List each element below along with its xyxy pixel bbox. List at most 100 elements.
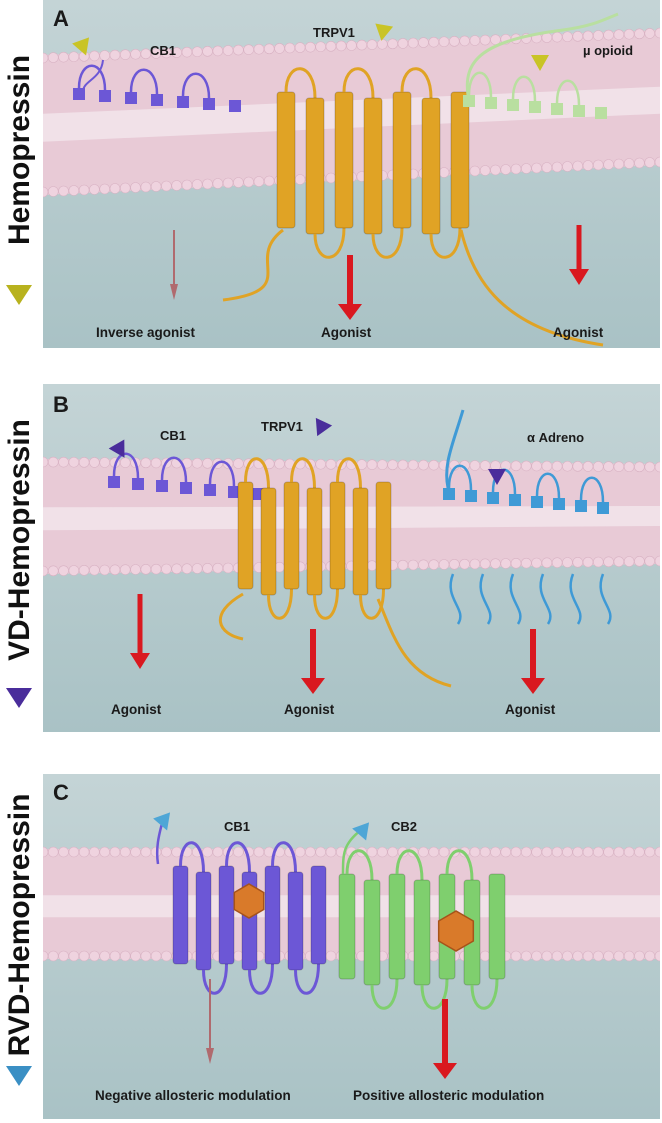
cb2-loop: [370, 978, 399, 1010]
lipid-head: [551, 460, 563, 472]
lipid-head: [562, 31, 573, 43]
lipid-head: [78, 565, 90, 576]
lipid-head: [191, 46, 203, 58]
lipid-head: [89, 50, 100, 62]
lipid-head: [99, 183, 111, 195]
trpv1-loop: [400, 67, 433, 99]
allosteric-site-cb2: [437, 910, 475, 952]
vd-hemopressin-ligand: [488, 469, 506, 485]
lipid-head: [479, 34, 491, 46]
lipid-head: [572, 461, 584, 472]
cb2-n-terminus: [341, 829, 362, 875]
lipid-head: [181, 46, 193, 58]
mu-opioid-loop: [467, 71, 493, 98]
lipid-head: [541, 460, 553, 472]
lipid-head: [222, 562, 234, 574]
lipid-head: [592, 461, 604, 472]
alpha-adreno-n-terminus: [445, 409, 465, 489]
lipid-head: [325, 950, 337, 962]
lipid-head: [387, 459, 398, 471]
lipid-head: [459, 558, 470, 570]
lipid-head: [438, 559, 450, 570]
lipid-head: [140, 564, 152, 575]
lipid-head: [469, 558, 481, 570]
lipid-head: [644, 555, 656, 567]
lipid-head: [78, 457, 90, 468]
negative-modulation-arrow-head: [206, 1048, 214, 1064]
trpv1-helix: [260, 487, 277, 596]
trpv1-helix: [276, 91, 296, 229]
lipid-tail-region: [43, 506, 660, 531]
lipid-head: [521, 950, 532, 962]
cb2-helix: [388, 873, 406, 980]
lipid-head: [109, 846, 121, 858]
lipid-head: [490, 164, 501, 176]
mu-opioid-loop: [511, 75, 537, 102]
lipid-head: [582, 950, 594, 962]
trpv1-loop: [429, 227, 462, 259]
lipid-head: [233, 458, 244, 469]
panel-c: C CB1 CB2 Negative allosteric modulation…: [43, 774, 660, 1119]
lipid-head: [592, 846, 604, 858]
alpha-adreno-helix: [553, 498, 565, 510]
lipid-head: [294, 42, 306, 53]
lipid-head: [222, 45, 234, 56]
effect-label-agonist-adreno: Agonist: [505, 702, 556, 717]
lipid-head: [284, 42, 296, 54]
lipid-head: [562, 846, 573, 858]
trpv1-helix: [421, 97, 441, 235]
lipid-head: [315, 458, 326, 470]
lipid-head: [150, 563, 162, 575]
lipid-head: [377, 846, 388, 858]
lipid-head: [521, 557, 532, 569]
trpv1-c-terminus: [459, 229, 604, 347]
lipid-head: [469, 846, 481, 858]
alpha-adreno-intracellular-loop: [479, 573, 492, 625]
cb1-helix: [132, 478, 144, 490]
lipid-head: [233, 846, 244, 858]
lipid-head: [634, 846, 645, 858]
lipid-head: [521, 460, 532, 472]
trpv1-loop: [290, 457, 316, 489]
lipid-head: [150, 181, 162, 192]
lipid-head: [551, 950, 563, 962]
lipid-head: [68, 456, 80, 468]
lipid-head: [510, 163, 522, 175]
lipid-head: [459, 35, 470, 47]
lipid-head: [130, 48, 141, 60]
cb1-loop: [294, 963, 320, 995]
cb1-loop: [179, 841, 205, 873]
lipid-head: [510, 460, 522, 472]
vd-hemopressin-ligand: [315, 417, 333, 437]
lipid-head: [119, 564, 131, 575]
lipid-head: [161, 846, 172, 858]
lipid-head: [654, 27, 660, 39]
panel-a-letter: A: [53, 6, 69, 31]
mu-opioid-helix: [485, 97, 497, 109]
lipid-head: [418, 37, 429, 48]
rvd-hemopressin-ligand: [153, 812, 171, 831]
lipid-head: [222, 177, 234, 189]
lipid-head: [541, 846, 553, 858]
vd-hemopressin-triangle-icon: [6, 688, 32, 708]
lipid-head: [572, 557, 584, 568]
side-label-vd-hemopressin: VD-Hemopressin: [3, 419, 36, 661]
lipid-head: [562, 950, 573, 962]
lipid-head: [99, 457, 111, 468]
cb2-helix: [488, 873, 506, 980]
lipid-head: [212, 846, 224, 858]
cb1-helix: [310, 865, 327, 965]
hemopressin-ligand: [375, 23, 394, 41]
cb1-helix: [264, 865, 281, 965]
lipid-head: [202, 46, 213, 57]
lipid-head: [89, 457, 100, 468]
cb1-helix: [125, 92, 137, 104]
lipid-head: [592, 556, 604, 568]
trpv1-helix: [352, 487, 369, 596]
lipid-head: [212, 562, 224, 574]
lipid-head: [202, 458, 213, 469]
lipid-head: [582, 30, 594, 42]
lipid-head: [644, 950, 656, 962]
lipid-head: [89, 564, 100, 576]
lipid-head: [613, 556, 625, 567]
